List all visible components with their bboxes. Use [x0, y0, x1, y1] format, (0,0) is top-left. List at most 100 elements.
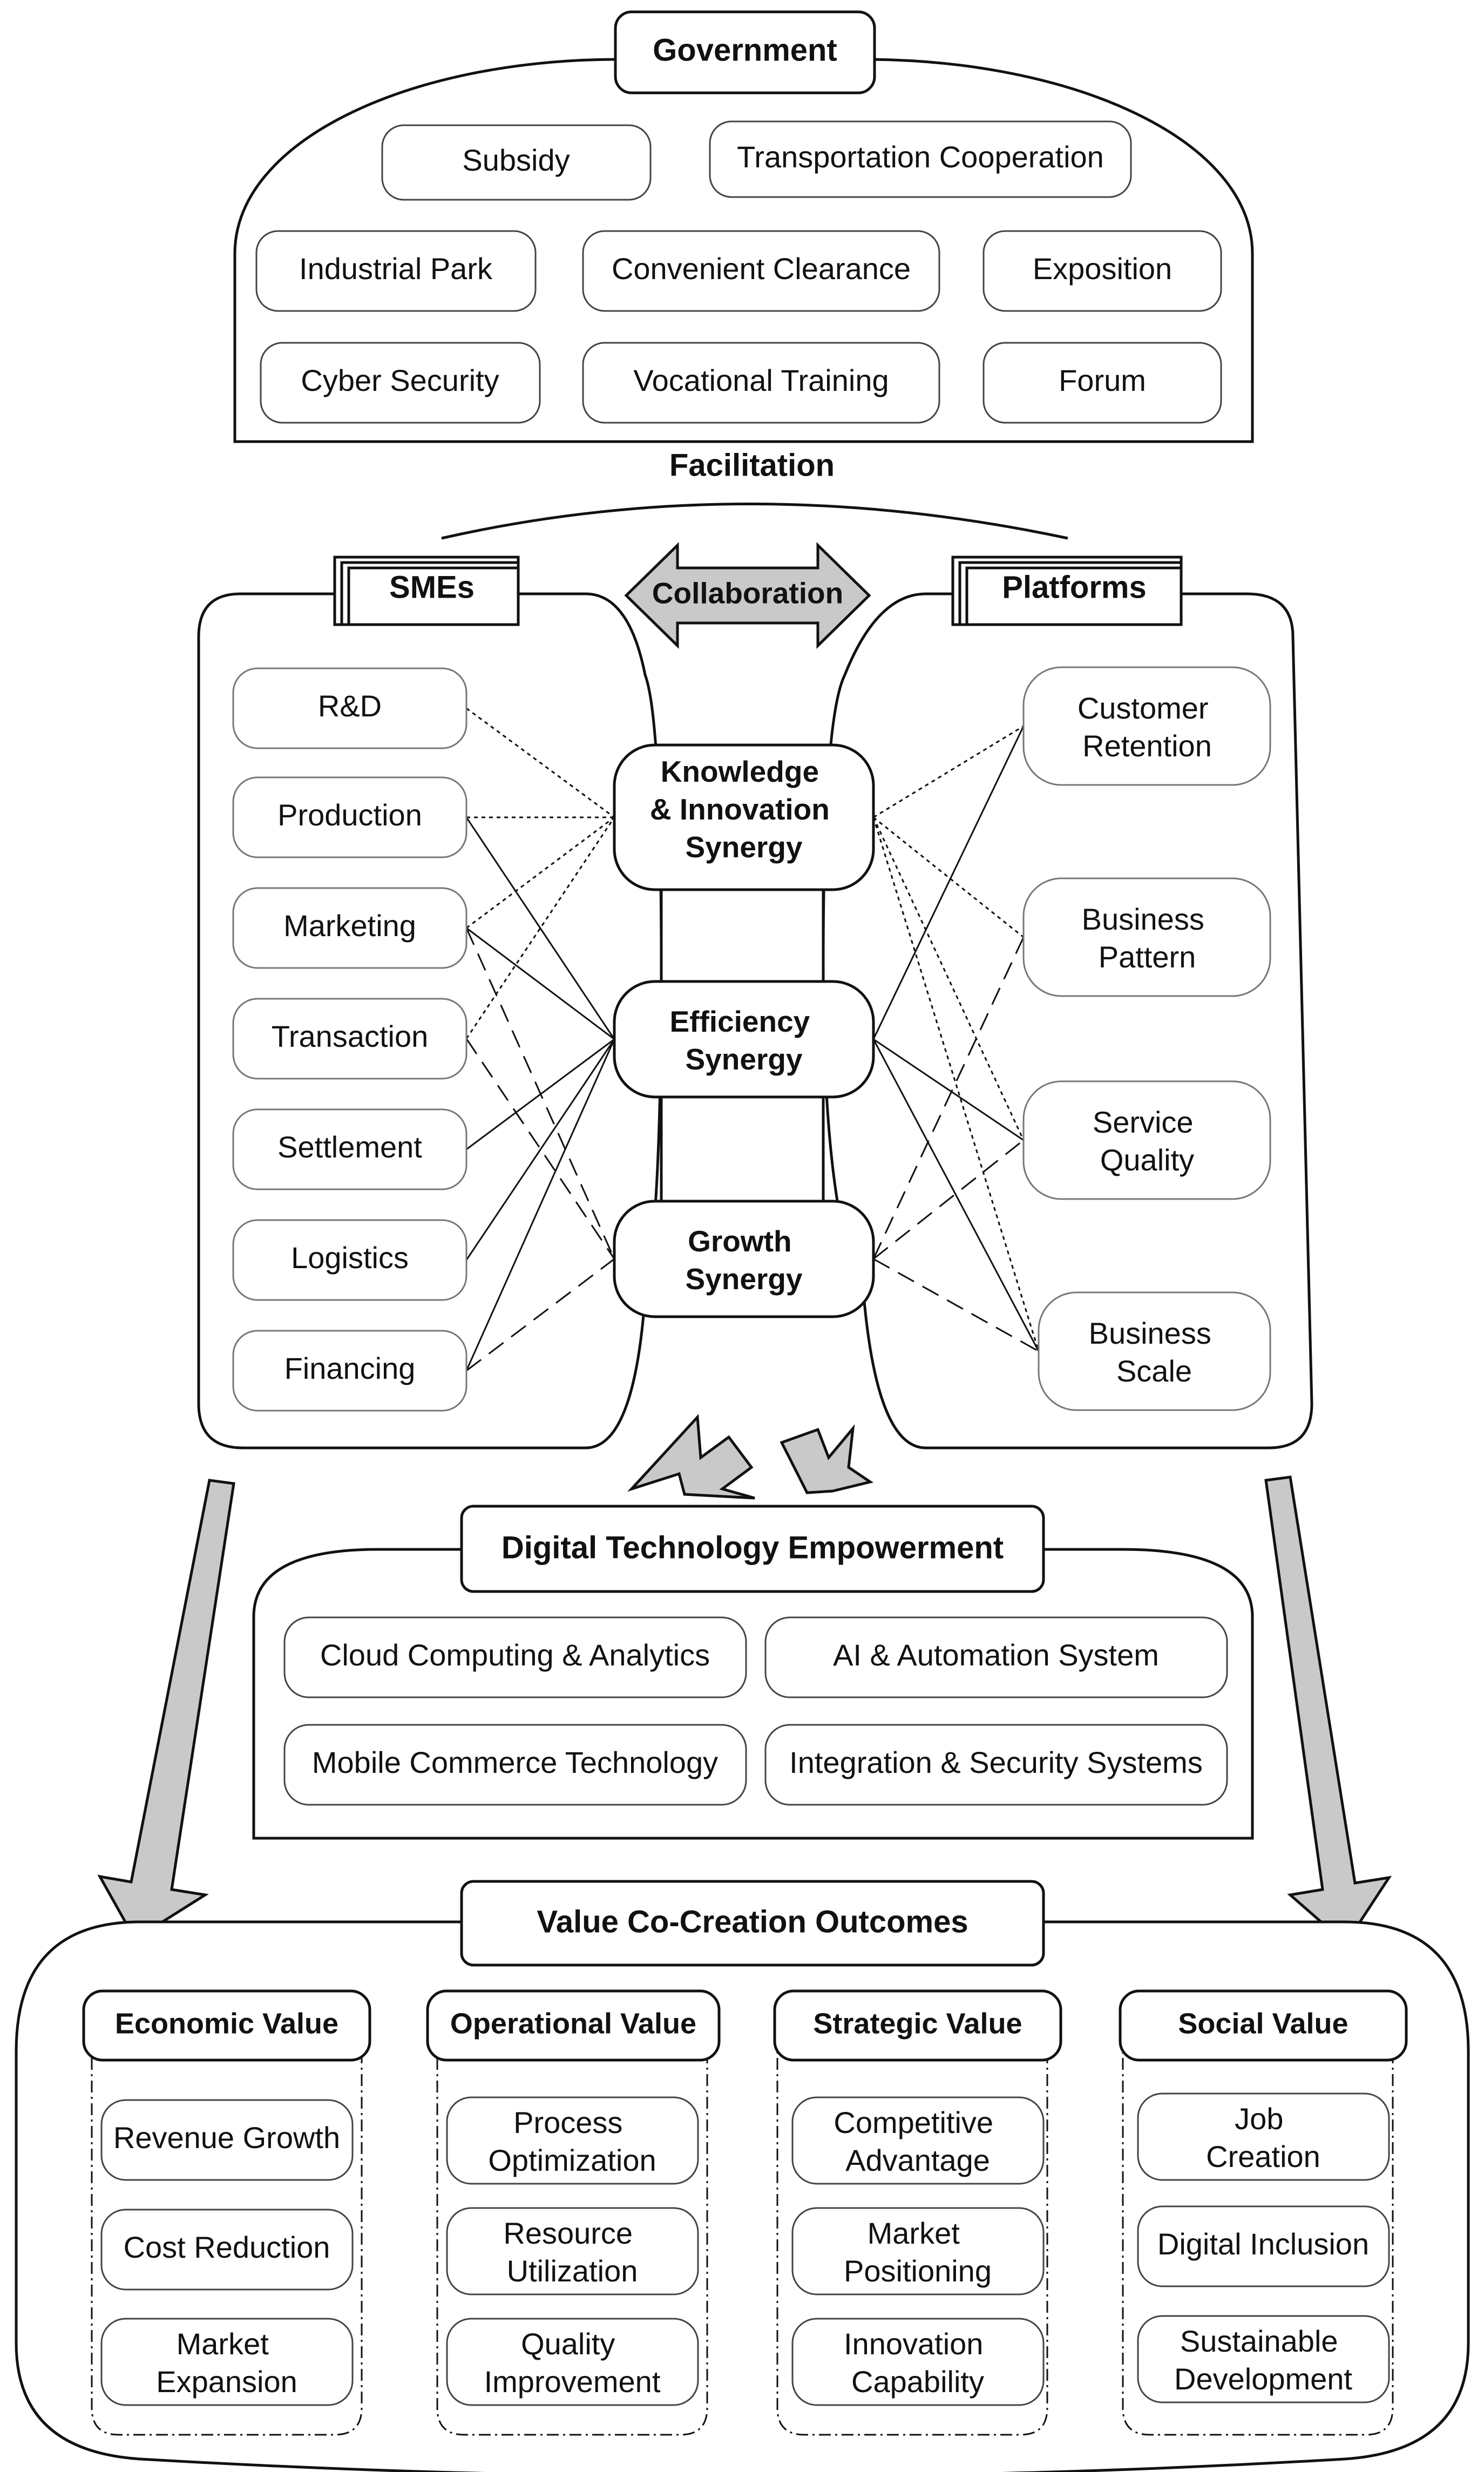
value-item-label: Advantage — [845, 2143, 990, 2177]
platform-item-label: Customer — [1078, 691, 1209, 725]
svg-text:Business Scale: Business Scale — [1089, 1316, 1220, 1388]
smes-title-box: SMEs — [333, 556, 520, 626]
platform-item: Business Pattern — [1022, 877, 1271, 997]
sme-item-label: Logistics — [291, 1241, 409, 1275]
svg-text:Service Quality: Service Quality — [1093, 1105, 1202, 1177]
government-pill: Exposition — [982, 230, 1222, 312]
collaboration-arrow — [624, 542, 871, 649]
link-line-dotted — [872, 817, 1040, 1352]
svg-text:Innovation Capability: Innovation Capability — [844, 2327, 992, 2399]
link-line-solid — [872, 726, 1025, 1040]
svg-text:Growth Synergy: Growth Synergy — [685, 1224, 802, 1296]
synergy-label: Synergy — [685, 1262, 802, 1296]
sme-item: Financing — [232, 1330, 467, 1412]
government-pill: Subsidy — [381, 124, 652, 201]
svg-text:Sustainable Development: Sustainable Development — [1174, 2324, 1352, 2396]
sme-item-label: Settlement — [277, 1130, 422, 1164]
link-line-dashed — [465, 1038, 615, 1259]
link-line-dashed — [465, 927, 615, 1259]
value-item-label: Revenue Growth — [113, 2121, 340, 2155]
digital-title-box — [460, 1505, 1045, 1593]
value-item-label: Improvement — [484, 2365, 661, 2399]
sme-item: Logistics — [232, 1219, 467, 1301]
sme-item: Settlement — [232, 1108, 467, 1190]
government-pill: Convenient Clearance — [582, 230, 940, 312]
left-down-arrow — [97, 1479, 235, 1941]
synergy-connectors — [660, 885, 825, 1209]
synergy-label: Knowledge — [661, 755, 819, 788]
link-line-dotted — [466, 816, 615, 929]
value-group-economic: Economic Value Revenue Growth Cost Reduc… — [82, 1989, 371, 2436]
link-line-solid — [465, 1039, 615, 1371]
value-item-label: Development — [1174, 2362, 1352, 2396]
svg-text:Job Creation: Job Creation — [1206, 2102, 1320, 2173]
government-pill-label: Industrial Park — [299, 252, 493, 286]
digital-item-label: AI & Automation System — [833, 1638, 1159, 1672]
government-pill: Transportation Cooperation — [709, 120, 1132, 198]
platform-item-label: Pattern — [1099, 940, 1196, 974]
empowerment-up-arrow — [627, 1414, 755, 1500]
value-item-label: Expansion — [156, 2365, 297, 2399]
government-pill-label: Cyber Security — [301, 363, 499, 397]
platform-item-label: Scale — [1116, 1354, 1192, 1388]
svg-text:Knowledge & Innovation: Knowledge & Innovation Synergy — [650, 755, 838, 864]
platform-item-label: Business — [1089, 1316, 1211, 1350]
link-line-dotted — [873, 725, 1024, 818]
value-item-label: Sustainable — [1180, 2324, 1338, 2358]
digital-item: AI & Automation System — [764, 1616, 1228, 1698]
value-group-title: Operational Value — [450, 2007, 696, 2040]
government-title-box — [614, 10, 876, 94]
svg-text:Resource Utilization: Resource Utilization — [503, 2216, 641, 2288]
link-line-solid — [872, 1039, 1040, 1352]
link-line-dashed — [466, 1258, 615, 1372]
digital-item: Integration & Security Systems — [764, 1724, 1228, 1806]
link-line-dotted — [872, 817, 1025, 1141]
value-item-label: Optimization — [488, 2143, 656, 2177]
sme-item-label: R&D — [318, 689, 382, 723]
svg-text:Competitive Advantage: Competitive Advantage — [834, 2105, 1001, 2177]
digital-title: Digital Technology Empowerment — [502, 1530, 1004, 1565]
value-item-label: Capability — [851, 2365, 984, 2399]
svg-text:Cost Reduction: Cost Reduction — [124, 2230, 330, 2264]
link-line-solid — [465, 1039, 615, 1261]
value-item-label: Innovation — [844, 2327, 983, 2361]
value-group-social: Social Value Job Creation Digital Inclus… — [1119, 1989, 1408, 2436]
government-pill-label: Exposition — [1033, 252, 1172, 286]
collaboration-label: Collaboration — [652, 577, 843, 610]
platform-item: Service Quality — [1022, 1080, 1271, 1200]
value-item-label: Resource — [503, 2216, 633, 2250]
value-group-frame — [91, 2035, 363, 2436]
sme-item: R&D — [232, 667, 467, 749]
government-pill: Cyber Security — [260, 342, 541, 424]
link-line-solid — [465, 817, 615, 1040]
sme-item: Marketing — [232, 887, 467, 969]
link-line-solid — [873, 1038, 1024, 1141]
government-pill: Industrial Park — [255, 230, 537, 312]
outcomes-title-box — [460, 1880, 1045, 1967]
value-item-label: Market — [868, 2216, 960, 2250]
government-pill: Forum — [982, 342, 1222, 424]
digital-item-label: Integration & Security Systems — [789, 1745, 1203, 1779]
synergy-node: Knowledge & Innovation Synergy — [613, 743, 875, 891]
value-item-label: Quality — [521, 2327, 615, 2361]
platforms-title: Platforms — [1002, 570, 1147, 605]
government-pill: Vocational Training — [582, 342, 940, 424]
value-group-operational: Operational Value Process Optimization R… — [426, 1989, 721, 2436]
sme-item-label: Production — [277, 798, 422, 832]
value-group-frame — [776, 2035, 1048, 2436]
synergy-label: Growth — [688, 1224, 791, 1258]
value-item-label: Digital Inclusion — [1157, 2227, 1369, 2261]
svg-text:Business Pattern: Business Pattern — [1082, 902, 1213, 974]
platform-item-label: Quality — [1100, 1143, 1194, 1177]
sme-item-label: Marketing — [283, 909, 416, 943]
synergy-label: Efficiency — [669, 1005, 810, 1038]
sme-item-label: Transaction — [272, 1019, 429, 1053]
right-down-arrow — [1264, 1475, 1392, 1946]
digital-item-label: Mobile Commerce Technology — [312, 1745, 718, 1779]
link-lines — [465, 707, 1040, 1372]
synergy-node: Efficiency Synergy — [613, 980, 875, 1099]
platform-item: Customer Retention — [1022, 666, 1271, 786]
svg-text:Market Expansion: Market Expansion — [156, 2327, 297, 2399]
synergy-label: Synergy — [685, 830, 802, 864]
value-group-strategic: Strategic Value Competitive Advantage Ma… — [773, 1989, 1062, 2436]
